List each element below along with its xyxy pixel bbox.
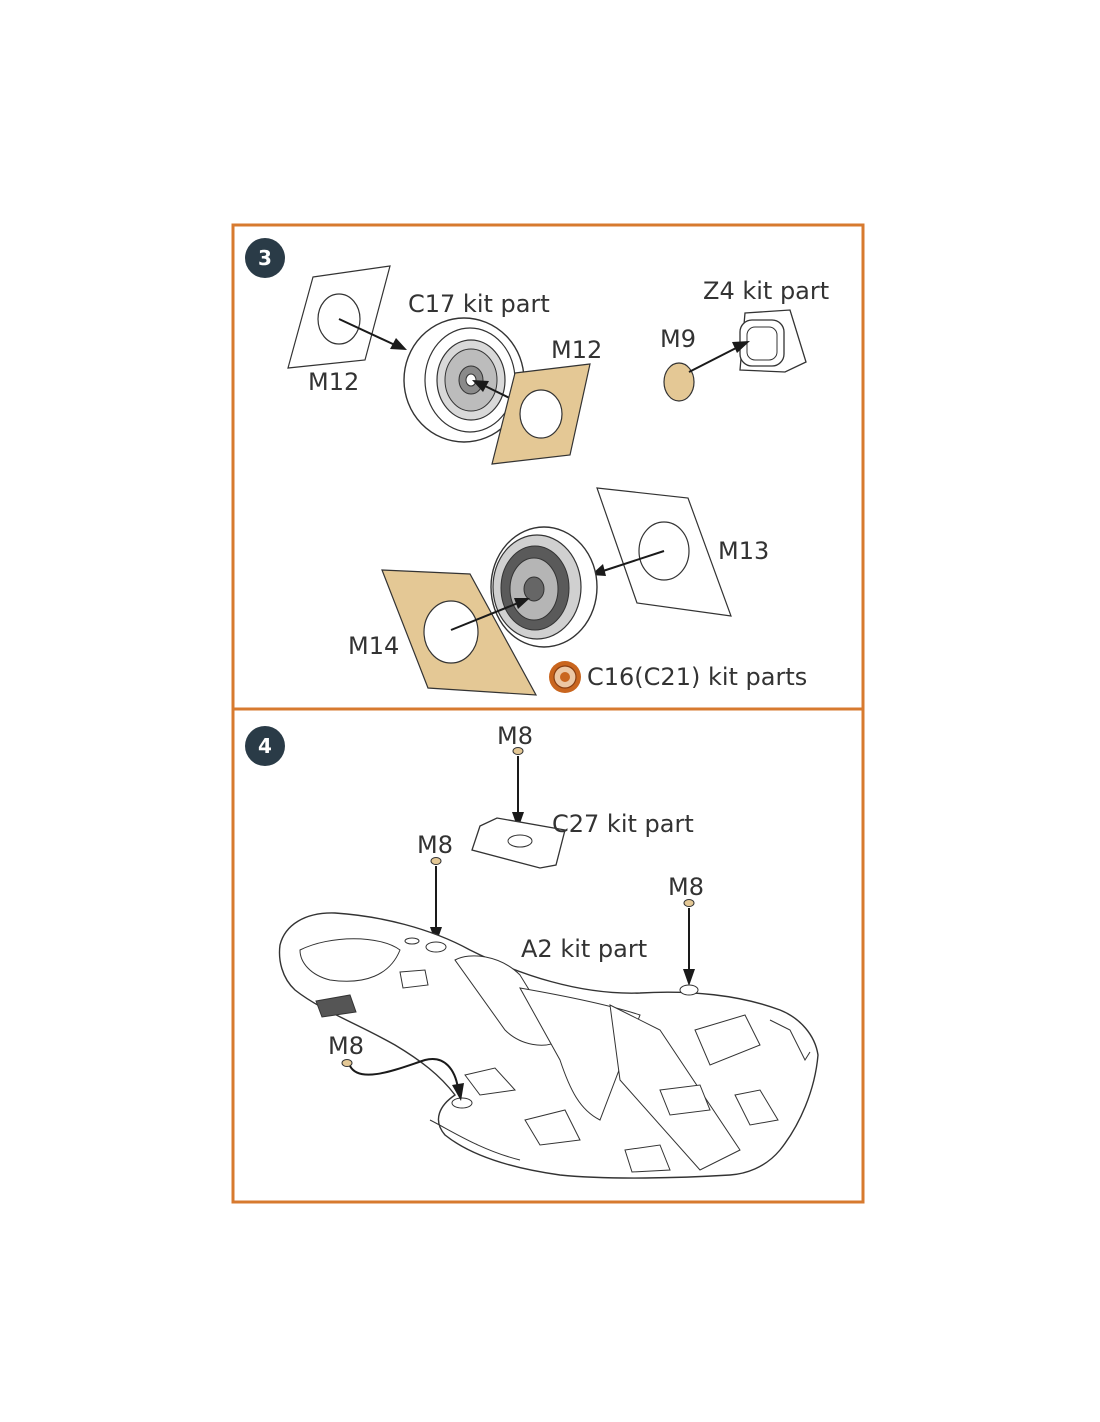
m8-top-label: M8 (497, 722, 533, 750)
m14-label: M14 (348, 632, 399, 660)
step-4-frame (231, 707, 865, 1204)
c17-wheel (403, 317, 525, 443)
m12-right-decal (491, 363, 591, 465)
z4-part (739, 309, 807, 373)
c16-label: C16(C21) kit parts (587, 663, 807, 691)
z4-label: Z4 kit part (703, 277, 829, 305)
c27-part (471, 817, 566, 869)
m8-left-label: M8 (417, 831, 453, 859)
m12-left-label: M12 (308, 368, 359, 396)
step-3-badge: 3 (245, 238, 285, 278)
m12-right-label: M12 (551, 336, 602, 364)
step-3-panel: 3 M12 C17 kit part M12 (231, 223, 865, 711)
a2-part (278, 912, 819, 1179)
m13-label: M13 (718, 537, 769, 565)
step-4-panel: 4 M8 C27 kit part M8 M8 A2 kit part (231, 707, 865, 1204)
step-4-badge: 4 (245, 726, 285, 766)
c17-label: C17 kit part (408, 290, 550, 318)
m9-label: M9 (660, 325, 696, 353)
c16-wheel (490, 526, 598, 648)
a2-label: A2 kit part (521, 935, 647, 963)
m8-bottom-label: M8 (328, 1032, 364, 1060)
m14-decal (381, 569, 538, 696)
m8-right-label: M8 (668, 873, 704, 901)
c27-label: C27 kit part (552, 810, 694, 838)
step-3-number: 3 (258, 246, 272, 270)
m12-left-mask (287, 265, 391, 369)
step-4-number: 4 (258, 734, 272, 758)
m9-decal (663, 362, 695, 402)
choose-one-option-icon (549, 661, 581, 693)
